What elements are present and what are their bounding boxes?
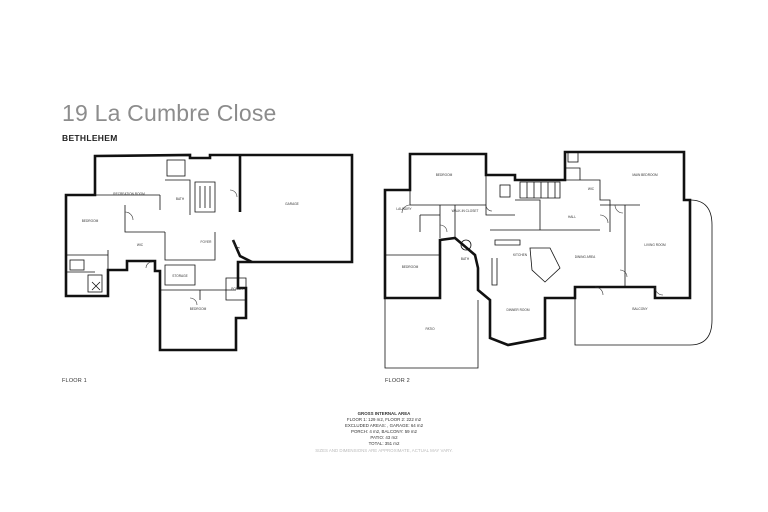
summary-line-3: PORCH: 4 m2, BALCONY: 59 m2 xyxy=(351,429,417,435)
floor-1-label: FLOOR 1 xyxy=(62,378,87,384)
summary-line-1: FLOOR 1: 129 m2, FLOOR 2: 222 m2 xyxy=(346,417,422,423)
floor-2-label: FLOOR 2 xyxy=(385,378,410,384)
f2-room-hall: HALL xyxy=(568,215,576,219)
f1-bathtub xyxy=(69,259,85,271)
f1-room-porch: PORCH xyxy=(231,287,243,291)
f1-shower xyxy=(87,274,103,293)
bedroom-bottom-walls xyxy=(160,289,236,300)
f1-room-garage: GARAGE xyxy=(285,202,299,206)
f2-room-wic: WIC xyxy=(588,187,595,191)
summary-line-2: EXCLUDED AREAS: , GARAGE: 64 m2 xyxy=(344,423,424,429)
f1-room-bedroom-bottom: BEDROOM xyxy=(190,307,207,311)
f2-room-bedroom-top: BEDROOM xyxy=(436,173,453,177)
summary-note: SIZES AND DIMENSIONS ARE APPROXIMATE, AC… xyxy=(315,447,453,453)
storage-walls xyxy=(164,264,196,286)
f1-room-recreation: RECREATION ROOM xyxy=(113,192,145,196)
porch-walls xyxy=(225,277,247,301)
f2-stairs xyxy=(519,181,561,199)
area-summary: GROSS INTERNAL AREA FLOOR 1: 129 m2, FLO… xyxy=(284,411,484,454)
floor-2-inner-walls xyxy=(385,167,640,287)
kitchen-counter xyxy=(491,239,521,286)
f2-room-bedroom-left: BEDROOM xyxy=(402,265,419,269)
floor-2-outer-wall xyxy=(383,150,692,347)
f2-wc xyxy=(567,151,579,163)
f2-room-dining: DINING AREA xyxy=(575,255,596,259)
kitchen-island xyxy=(529,247,561,283)
f2-room-kitchen: KITCHEN xyxy=(513,253,528,257)
patio-outline xyxy=(384,298,479,369)
f1-room-storage: STORAGE xyxy=(172,274,188,278)
f2-room-patio: PATIO xyxy=(425,327,435,331)
f2-room-laundry: LAUNDRY xyxy=(396,207,412,211)
f2-bath-shower xyxy=(499,184,511,198)
f1-closet xyxy=(166,159,186,177)
f1-room-bath: BATH xyxy=(176,197,185,201)
f1-shower-mark xyxy=(91,281,101,291)
f1-room-foyer: FOYER xyxy=(201,240,213,244)
f1-door-swings xyxy=(124,189,241,306)
recreation-inner-walls xyxy=(95,179,191,233)
f2-room-walkin: WALK-IN CLOSET xyxy=(452,209,479,213)
floor-2-plan: BEDROOM BEDROOM LAUNDRY BATH WALK-IN CLO… xyxy=(383,150,713,369)
summary-line-5: TOTAL: 351 m2 xyxy=(368,441,400,447)
summary-heading: GROSS INTERNAL AREA xyxy=(357,411,411,416)
f2-room-balcony: BALCONY xyxy=(632,307,648,311)
bedroom-inner-walls xyxy=(66,250,109,273)
f2-room-bath: BATH xyxy=(461,257,470,261)
f1-room-wic: WIC xyxy=(137,243,144,247)
page-title: 19 La Cumbre Close xyxy=(62,100,277,126)
f2-bathtub xyxy=(460,239,472,251)
stairs xyxy=(164,181,216,261)
page-subtitle: BETHLEHEM xyxy=(62,133,118,143)
f2-room-living: LIVING ROOM xyxy=(644,243,666,247)
floor-1-outer-wall xyxy=(64,153,354,352)
f2-door-swings xyxy=(401,204,664,296)
summary-line-4: PATIO: 43 m2 xyxy=(370,435,398,441)
f2-room-dinnerroom: DINNER ROOM xyxy=(506,308,529,312)
f2-room-main-bedroom: MAIN BEDROOM xyxy=(632,173,658,177)
f1-room-bedroom-left: BEDROOM xyxy=(82,219,99,223)
balcony-outline xyxy=(574,199,713,346)
floor-1-plan: RECREATION ROOM BEDROOM WIC GARAGE FOYER… xyxy=(64,153,354,352)
